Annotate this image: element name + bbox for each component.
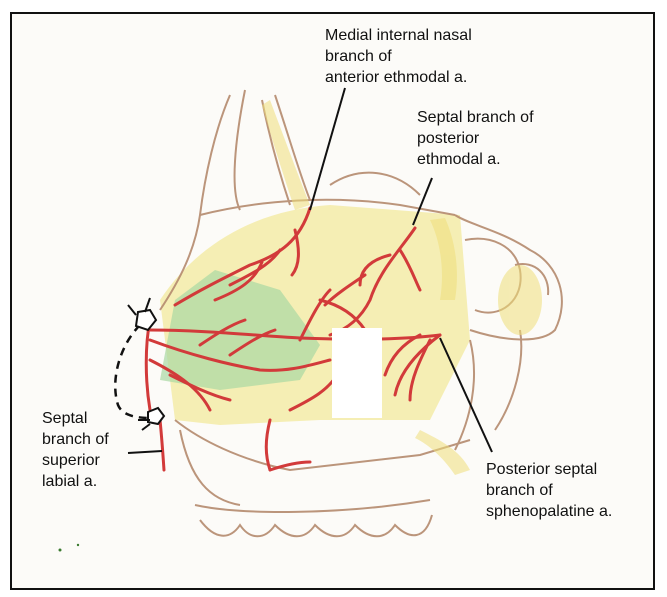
speck-dot (59, 549, 62, 552)
label-medial-internal-nasal-branch: Medial internal nasal branch of anterior… (325, 25, 472, 88)
leader-posterior-septal (440, 338, 492, 452)
upper-nostril-marker (136, 310, 156, 330)
label-posterior-septal-branch-sphenopalatine: Posterior septal branch of sphenopalatin… (486, 459, 612, 522)
label-septal-branch-superior-labial: Septal branch of superior labial a. (42, 408, 109, 492)
speck-dot (77, 544, 79, 546)
label-septal-branch-posterior-ethmodal: Septal branch of posterior ethmodal a. (417, 107, 534, 170)
nostril-dashed-outline (115, 325, 150, 418)
leader-medial (310, 88, 345, 210)
leader-septal-superior (128, 451, 162, 453)
masked-area (332, 328, 382, 418)
